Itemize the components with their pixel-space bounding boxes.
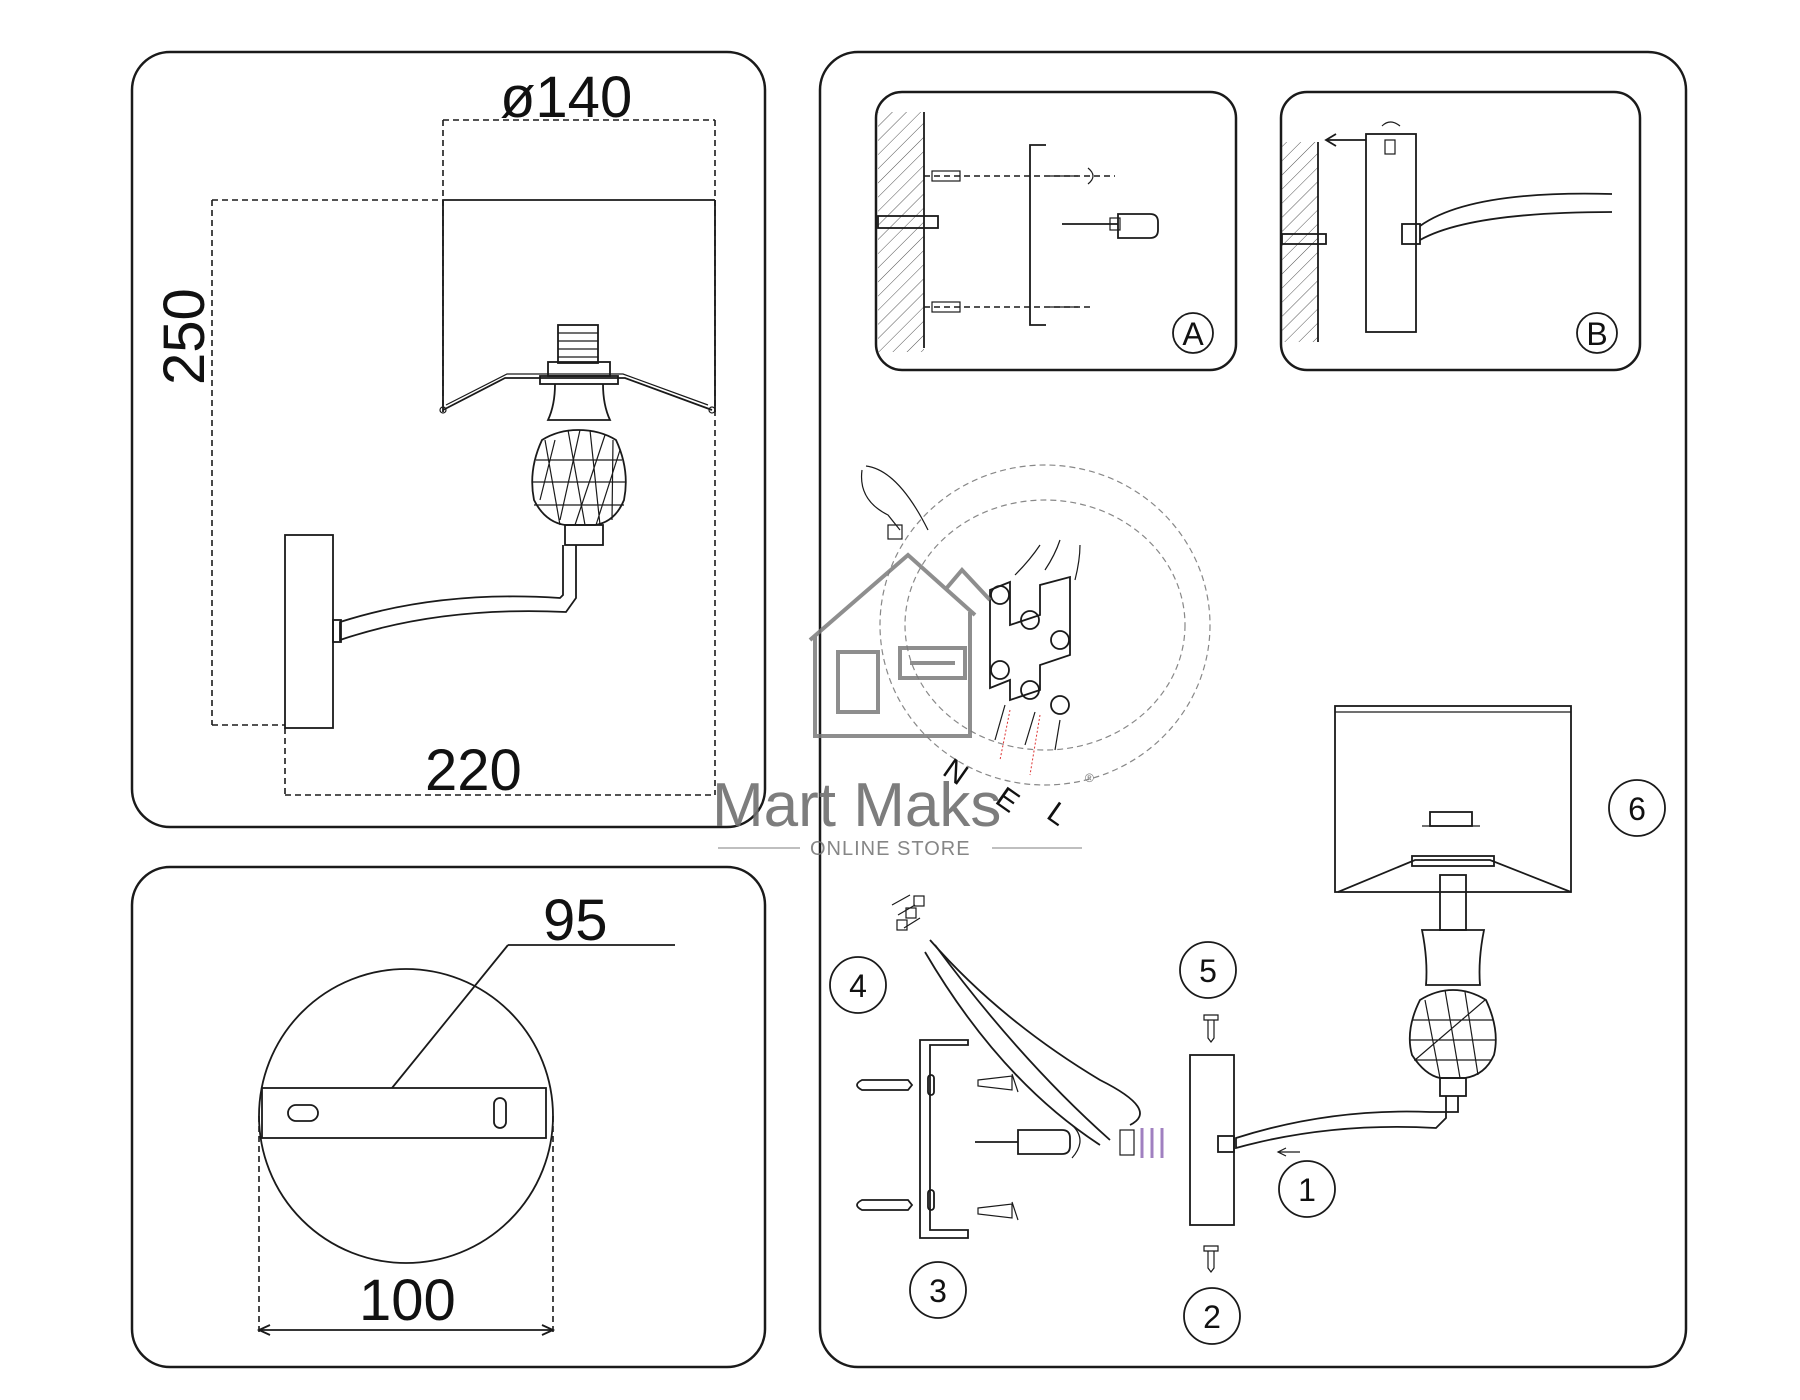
wall-plate bbox=[284, 534, 334, 729]
dim-base-diameter: 100 bbox=[359, 1268, 456, 1333]
step-4-label: 4 bbox=[849, 968, 867, 1004]
lamp-shade bbox=[439, 199, 716, 414]
watermark-tagline: ONLINE STORE bbox=[810, 838, 971, 860]
step-b-panel: B bbox=[1279, 90, 1642, 372]
step-b-label: B bbox=[1586, 316, 1607, 352]
house-logo-icon bbox=[808, 552, 992, 738]
step-1-label: 1 bbox=[1298, 1172, 1316, 1208]
step-6-label: 6 bbox=[1628, 791, 1646, 827]
screw-icon bbox=[1203, 1245, 1219, 1273]
step-3-label: 3 bbox=[929, 1273, 947, 1309]
mounting-bracket bbox=[261, 1087, 547, 1139]
watermark-registered: ® bbox=[1085, 771, 1094, 785]
step-2-label: 2 bbox=[1203, 1299, 1221, 1335]
screwdriver-icon bbox=[975, 1124, 1081, 1159]
dim-shade-diameter: ø140 bbox=[500, 65, 632, 130]
dim-height: 250 bbox=[152, 288, 217, 385]
screw-icon bbox=[1203, 1014, 1219, 1043]
screw-icon bbox=[977, 1073, 1019, 1093]
watermark-brand: Mart Maks bbox=[712, 771, 1001, 840]
base-view-panel: 95 100 bbox=[130, 865, 767, 1369]
dim-bracket-length: 95 bbox=[543, 888, 608, 953]
side-view-panel: ø140 250 220 bbox=[130, 50, 767, 829]
lamp-assembly bbox=[1235, 705, 1572, 1150]
watermark: Mart Maks ® ONLINE STORE bbox=[712, 552, 1094, 860]
step-a-panel: A bbox=[874, 90, 1238, 372]
screw-icon bbox=[977, 1201, 1019, 1221]
dim-depth: 220 bbox=[425, 738, 522, 803]
wall-plate-assembly bbox=[1189, 1014, 1235, 1273]
installation-panel: A B bbox=[818, 50, 1688, 1369]
step-a-label: A bbox=[1182, 316, 1204, 352]
lamp-holder bbox=[539, 324, 619, 421]
screwdriver-icon bbox=[1062, 213, 1159, 239]
step-3-hardware bbox=[856, 1039, 1081, 1239]
terminal-block bbox=[989, 539, 1081, 776]
step-5-label: 5 bbox=[1199, 953, 1217, 989]
crystal-ball bbox=[531, 429, 627, 546]
